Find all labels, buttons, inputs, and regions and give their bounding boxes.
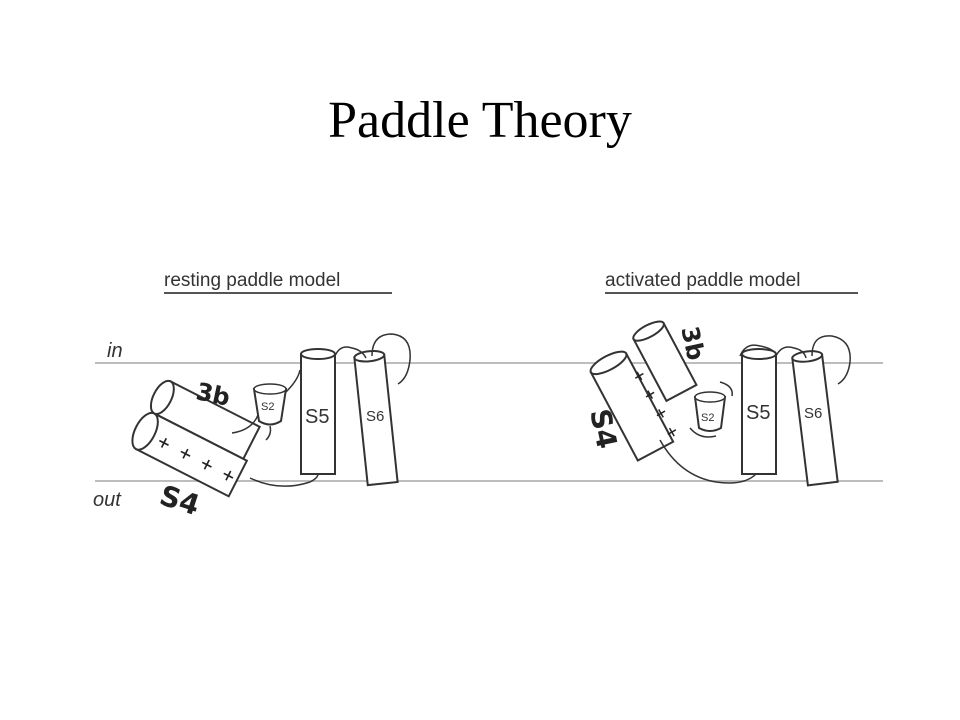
resting-s5-s6-loop: [334, 346, 367, 359]
resting-s5-label: S5: [305, 406, 329, 428]
activated-heading: activated paddle model: [605, 270, 800, 291]
activated-pore-loop: [811, 335, 851, 385]
resting-s4-label: S4: [156, 479, 204, 523]
activated-s6-top: [791, 350, 824, 363]
resting-s4-cap: [131, 411, 159, 451]
activated-s4-group: [589, 350, 675, 462]
activated-model: activated paddle model + + + + 3b S4 S2 …: [583, 270, 858, 487]
resting-pore-loop: [371, 333, 411, 385]
activated-s5-label: S5: [746, 402, 770, 424]
activated-s2-link: [689, 427, 717, 438]
activated-top-loop: [739, 344, 777, 357]
activated-s2-rim: [694, 391, 726, 403]
resting-s2-cup: [252, 388, 288, 426]
resting-s5-top: [300, 348, 336, 360]
resting-s6-label: S6: [366, 408, 384, 425]
activated-s6-group: [791, 350, 839, 487]
activated-s4-cap: [589, 350, 628, 376]
resting-s4-s5-linker: [249, 473, 319, 487]
resting-paddle: + + + +: [131, 379, 261, 498]
resting-s2-s5-link: [285, 369, 301, 393]
resting-3b-label: 3b: [194, 377, 233, 411]
resting-s2-label: S2: [261, 401, 274, 413]
resting-s2-link: [231, 414, 259, 434]
resting-s6-group: [353, 350, 399, 487]
slide-title: Paddle Theory: [328, 92, 632, 149]
activated-3b-cap: [632, 320, 665, 342]
resting-model: resting paddle model + + + + 3b S4 S2 S5: [131, 270, 411, 523]
resting-s2-tail: [265, 425, 272, 441]
activated-s5-top: [741, 348, 777, 360]
resting-heading: resting paddle model: [164, 270, 340, 291]
resting-s2-rim: [253, 383, 287, 395]
activated-s2-hook: [719, 381, 733, 397]
activated-3b-group: [632, 320, 698, 403]
resting-s6-top: [353, 350, 386, 363]
activated-s4-label: S4: [583, 406, 624, 452]
membrane-label-in: in: [107, 340, 123, 362]
activated-s5-s6-loop: [775, 346, 807, 359]
activated-s2-label: S2: [701, 412, 714, 424]
activated-s4-s5-linker: [659, 439, 757, 484]
membrane-label-out: out: [93, 489, 122, 511]
activated-3b-label: 3b: [675, 324, 709, 363]
activated-s6-label: S6: [804, 405, 822, 422]
activated-s2-cup: [693, 396, 727, 432]
